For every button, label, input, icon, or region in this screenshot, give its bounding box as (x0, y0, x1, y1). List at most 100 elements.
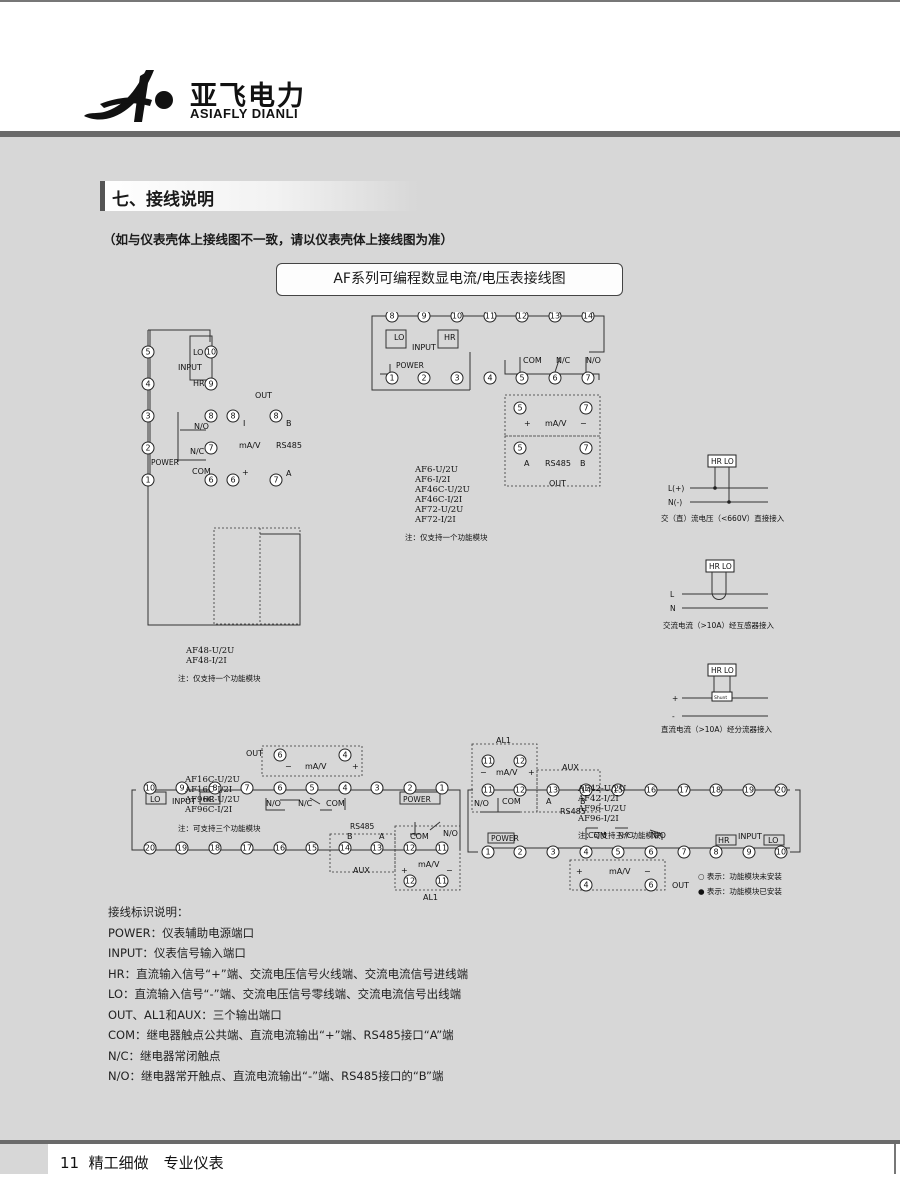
svg-text:10: 10 (776, 848, 786, 857)
af16-no2-label: N/O (443, 829, 458, 838)
af42-no-label: N/O (474, 799, 489, 808)
af48-no-label: N/O (194, 422, 209, 431)
af16-minus-label: − (285, 762, 292, 771)
svg-text:16: 16 (275, 844, 285, 853)
af42-note: 注：可支持三个功能模块 (578, 830, 661, 840)
af16-lo-label: LO (150, 795, 160, 804)
af42-b-label: B (580, 797, 586, 806)
svg-text:4: 4 (583, 848, 588, 857)
svg-text:4: 4 (145, 380, 150, 389)
af6-com-label: COM (523, 356, 542, 365)
af42-ma-label: mA/V (496, 768, 518, 777)
af6-plus-label: + (524, 419, 531, 428)
af42-minus2-label: − (644, 867, 651, 876)
af6-model-5: AF72-I/2I (414, 515, 456, 525)
svg-text:17: 17 (679, 786, 689, 795)
af16-al1-label: AL1 (423, 893, 438, 902)
af16-model-2: AF96C-U/2U (184, 795, 240, 805)
legend-item-com: COM：继电器触点公共端、直流电流输出“+”端、RS485接口“A”端 (108, 1028, 454, 1042)
af6-ma-label: mA/V (545, 419, 567, 428)
svg-text:10: 10 (452, 312, 462, 321)
svg-text:1: 1 (485, 848, 490, 857)
af16-ma-label: mA/V (305, 762, 327, 771)
side-l-label: L (670, 590, 675, 599)
svg-text:6: 6 (552, 374, 557, 383)
svg-text:12: 12 (515, 786, 525, 795)
svg-text:12: 12 (517, 312, 527, 321)
lower-model-lists: AF16C-U/2U AF16C-I/2I AF96C-U/2U AF96C-I… (178, 775, 782, 896)
af16-minus2-label: − (446, 866, 453, 875)
af48-plus-label: + (242, 468, 249, 477)
af16-ma2-label: mA/V (418, 860, 440, 869)
af42-lo-label: LO (768, 836, 778, 845)
svg-text:5: 5 (519, 374, 524, 383)
svg-text:6: 6 (277, 784, 282, 793)
af16-model-3: AF96C-I/2I (184, 805, 232, 815)
af42-power-label: POWER (491, 834, 519, 843)
side-lo-label-3: LO (724, 666, 734, 675)
side-lo-label-2: LO (722, 562, 732, 571)
af48-i-label: I (243, 419, 245, 428)
svg-text:3: 3 (454, 374, 459, 383)
legend-item-input: INPUT：仪表信号输入端口 (108, 946, 246, 960)
content-panel: 七、接线说明 （如与仪表壳体上接线图不一致，请以仪表壳体上接线图为准） AF系列… (0, 137, 900, 1140)
section-title: 七、接线说明 (112, 190, 214, 210)
svg-text:6: 6 (648, 881, 653, 890)
svg-text:3: 3 (145, 412, 150, 421)
af42-terminals: 11 12 11 12 13 14 15 16 17 18 19 20 1 2 … (481, 754, 788, 892)
af42-model-0: AF42-U/2U (577, 784, 626, 794)
svg-text:14: 14 (340, 844, 350, 853)
af42-plus-label: + (528, 768, 535, 777)
svg-text:9: 9 (421, 312, 426, 321)
side-lplus-label: L(+) (668, 484, 684, 493)
svg-text:11: 11 (437, 844, 447, 853)
svg-text:15: 15 (307, 844, 317, 853)
footer-divider (0, 1140, 900, 1144)
legend-title: 接线标识说明： (108, 905, 189, 919)
side-diagrams: HR LO L(+) N(-) 交（直）流电压（<660V）直接接入 HR LO… (661, 454, 785, 734)
svg-text:8: 8 (230, 412, 235, 421)
svg-text:7: 7 (583, 404, 588, 413)
svg-text:9: 9 (179, 784, 184, 793)
svg-text:3: 3 (550, 848, 555, 857)
svg-text:5: 5 (615, 848, 620, 857)
wiring-diagrams: .t { stroke:#222; fill:#fff; stroke-widt… (131, 312, 801, 902)
svg-text:5: 5 (145, 348, 150, 357)
af42-model-3: AF96-I/2I (577, 814, 619, 824)
section-note: （如与仪表壳体上接线图不一致，请以仪表壳体上接线图为准） (103, 232, 454, 247)
svg-text:10: 10 (145, 784, 155, 793)
af6-lo-label: LO (394, 333, 404, 342)
af6-power-label: POWER (396, 361, 424, 370)
page-number: 11 (60, 1154, 80, 1172)
af42-hr-label: HR (718, 836, 730, 845)
svg-text:6: 6 (208, 476, 213, 485)
side-hr-label-1: HR (711, 457, 722, 466)
svg-text:20: 20 (145, 844, 155, 853)
svg-text:8: 8 (208, 412, 213, 421)
af42-rs485-label: RS485 (560, 807, 586, 816)
brand-name-en: ASIAFLY DIANLI (190, 106, 299, 121)
af16-out-label: OUT (246, 749, 263, 758)
svg-text:12: 12 (515, 757, 525, 766)
af16-terminals: 6 4 10 9 8 7 6 5 4 3 2 1 20 19 18 17 16 … (143, 748, 449, 888)
af6-note: 注：仅支持一个功能模块 (405, 532, 488, 542)
footer-slogan: 精工细做 专业仪表 (88, 1154, 224, 1172)
svg-text:18: 18 (711, 786, 721, 795)
af42-com2-label: COM (588, 831, 607, 840)
status-open-legend: ○ 表示：功能模块未安装 (698, 871, 782, 881)
asiafly-logo-icon (84, 70, 173, 122)
svg-text:6: 6 (277, 751, 282, 760)
af16-diagram: 6 4 10 9 8 7 6 5 4 3 2 1 20 19 18 17 16 … (131, 745, 461, 902)
svg-text:4: 4 (487, 374, 492, 383)
svg-text:9: 9 (208, 380, 213, 389)
svg-text:19: 19 (744, 786, 754, 795)
svg-text:2: 2 (407, 784, 412, 793)
svg-text:1: 1 (145, 476, 150, 485)
svg-text:1: 1 (389, 374, 394, 383)
svg-text:2: 2 (145, 444, 150, 453)
svg-text:19: 19 (177, 844, 187, 853)
svg-text:13: 13 (372, 844, 382, 853)
af16-com-label: COM (326, 799, 345, 808)
af48-power-label: POWER (151, 458, 179, 467)
svg-text:7: 7 (208, 444, 213, 453)
